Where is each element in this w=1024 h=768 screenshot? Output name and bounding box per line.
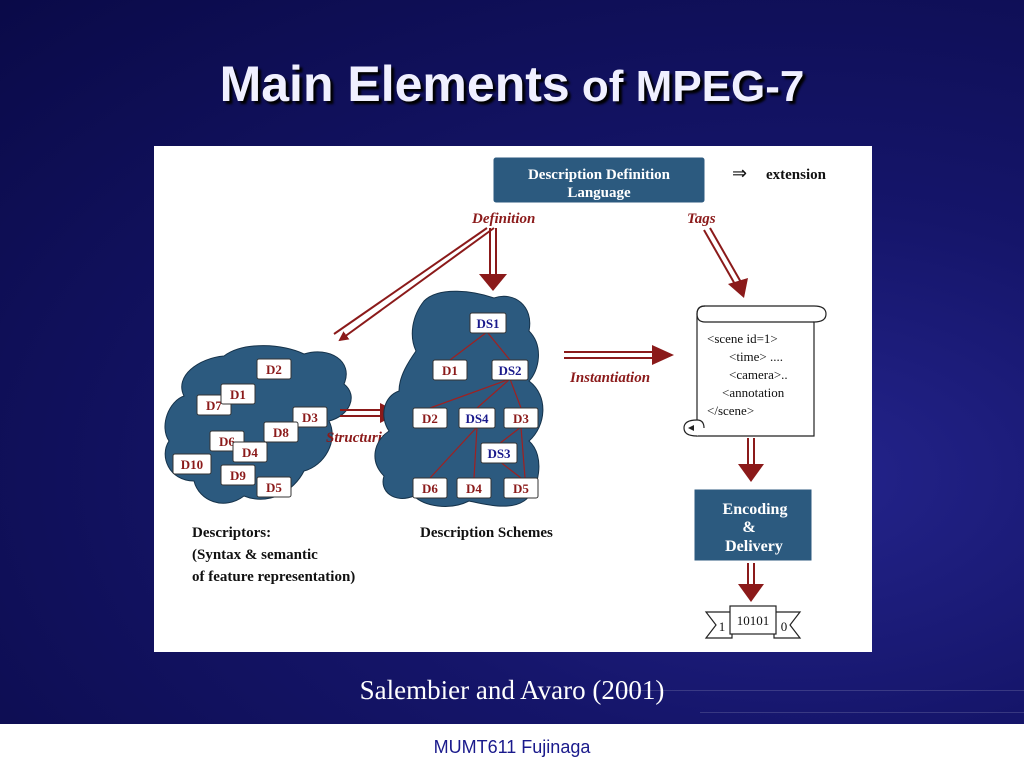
decorative-line: [620, 690, 1024, 691]
title-rest: of MPEG-7: [569, 62, 805, 111]
footer-bar: [0, 724, 1024, 768]
descriptor-node-d10: D10: [172, 453, 212, 475]
scheme-node-d1: D1: [432, 359, 468, 381]
svg-text:D8: D8: [273, 425, 289, 440]
definition-label: Definition: [471, 211, 535, 227]
tags-arrow: [703, 227, 748, 298]
decorative-line: [700, 712, 1024, 713]
svg-text:D6: D6: [219, 434, 235, 449]
svg-text:D10: D10: [181, 457, 203, 472]
descriptor-node-d2: D2: [256, 358, 292, 380]
scroll-line-3: <camera>..: [729, 367, 788, 382]
encoding-line2: &: [742, 519, 755, 536]
definition-arrow-to-descriptors: [333, 227, 495, 342]
scheme-node-d3: D3: [503, 407, 539, 429]
svg-text:DS1: DS1: [476, 316, 499, 331]
instantiation-arrow: [564, 345, 674, 365]
scheme-node-ds4: DS4: [458, 407, 496, 429]
descriptor-node-d1: D1: [220, 383, 256, 405]
scene-scroll: [683, 305, 827, 437]
scheme-node-ds1: DS1: [469, 312, 507, 334]
descriptor-node-d9: D9: [220, 464, 256, 486]
encoding-line3: Delivery: [725, 538, 783, 555]
extension-label: extension: [766, 167, 827, 183]
mpeg7-diagram: Description Definition Language ⇒ extens…: [164, 156, 827, 639]
svg-text:D4: D4: [242, 445, 258, 460]
ddl-box-line1: Description Definition: [528, 167, 671, 183]
scroll-line-4: <annotation: [722, 385, 785, 400]
svg-text:D5: D5: [513, 481, 529, 496]
svg-text:D7: D7: [206, 398, 222, 413]
scheme-node-d4: D4: [456, 477, 492, 499]
svg-text:D5: D5: [266, 480, 282, 495]
encoding-line1: Encoding: [723, 501, 788, 518]
descriptors-caption-line2: (Syntax & semantic: [192, 547, 318, 563]
descriptors-caption-line1: Descriptors:: [192, 525, 271, 541]
descriptor-node-d3: D3: [292, 406, 328, 428]
svg-text:D1: D1: [442, 363, 458, 378]
extension-arrow-icon: ⇒: [732, 163, 747, 183]
svg-text:D1: D1: [230, 387, 246, 402]
scroll-to-encoding-arrow: [738, 438, 764, 482]
svg-text:D2: D2: [266, 362, 282, 377]
descriptor-node-d8: D8: [263, 421, 299, 443]
svg-text:D3: D3: [302, 410, 318, 425]
definition-arrow-to-schemes: [479, 228, 507, 291]
svg-text:D4: D4: [466, 481, 482, 496]
bitstream-right: 0: [781, 619, 788, 634]
svg-text:D2: D2: [422, 411, 438, 426]
scheme-node-d6: D6: [412, 477, 448, 499]
slide-title: Main Elements of MPEG-7: [0, 55, 1024, 113]
svg-text:D9: D9: [230, 468, 246, 483]
svg-text:D6: D6: [422, 481, 438, 496]
bitstream-ribbon: [704, 605, 802, 639]
scheme-node-ds3: DS3: [480, 442, 518, 464]
scroll-line-5: </scene>: [707, 403, 754, 418]
scheme-node-d2: D2: [412, 407, 448, 429]
scheme-node-ds2: DS2: [491, 359, 529, 381]
svg-text:D3: D3: [513, 411, 529, 426]
scroll-line-2: <time> ....: [729, 349, 783, 364]
scroll-line-1: <scene id=1>: [707, 331, 778, 346]
figure-panel: Description Definition Language ⇒ extens…: [154, 146, 872, 652]
svg-text:DS2: DS2: [498, 363, 521, 378]
tags-label: Tags: [687, 211, 716, 227]
svg-text:DS3: DS3: [487, 446, 511, 461]
svg-text:DS4: DS4: [465, 411, 489, 426]
citation: Salembier and Avaro (2001): [359, 675, 665, 705]
encoding-box: [693, 488, 813, 562]
encoding-to-bitstream-arrow: [738, 563, 764, 602]
ddl-box-line2: Language: [567, 185, 631, 201]
ddl-box: [492, 156, 706, 204]
scheme-node-d5: D5: [503, 477, 539, 499]
descriptor-node-d5: D5: [256, 476, 292, 498]
descriptors-caption-line3: of feature representation): [192, 569, 355, 585]
footer-text: MUMT611 Fujinaga: [433, 737, 591, 757]
schemes-caption: Description Schemes: [420, 525, 553, 541]
title-main: Main Elements: [219, 56, 570, 112]
instantiation-label: Instantiation: [569, 370, 650, 386]
descriptor-node-d4: D4: [232, 441, 268, 463]
scheme-tree-edges: [429, 331, 526, 479]
bitstream-left: 1: [719, 619, 726, 634]
bitstream-center: 10101: [737, 613, 770, 628]
